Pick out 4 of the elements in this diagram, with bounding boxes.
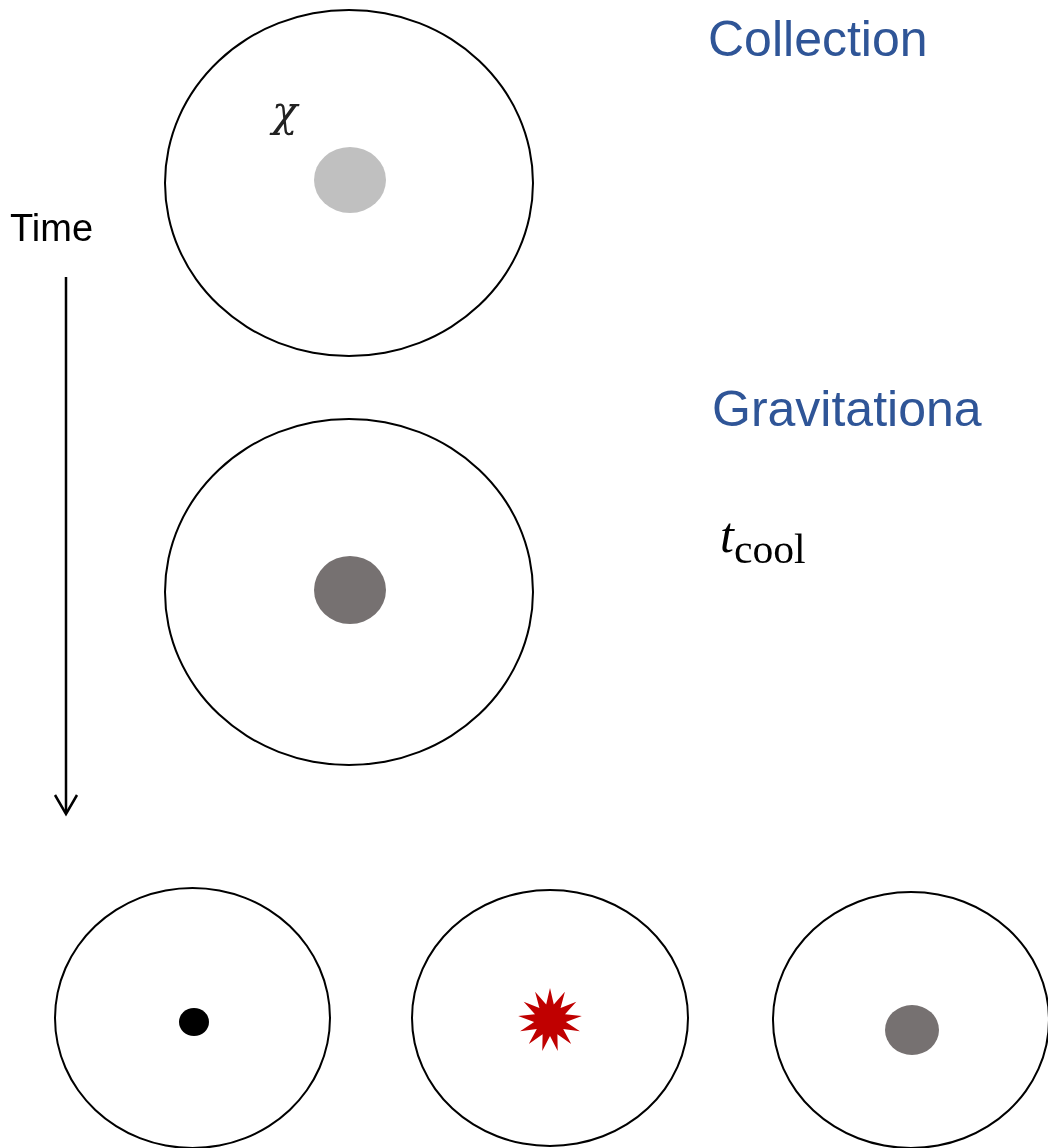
heading: Collection [708,12,928,67]
heading: Gravitationa [712,382,982,437]
axis-label: Time [10,208,94,250]
math-label: t$_{cool}$ [720,508,806,573]
